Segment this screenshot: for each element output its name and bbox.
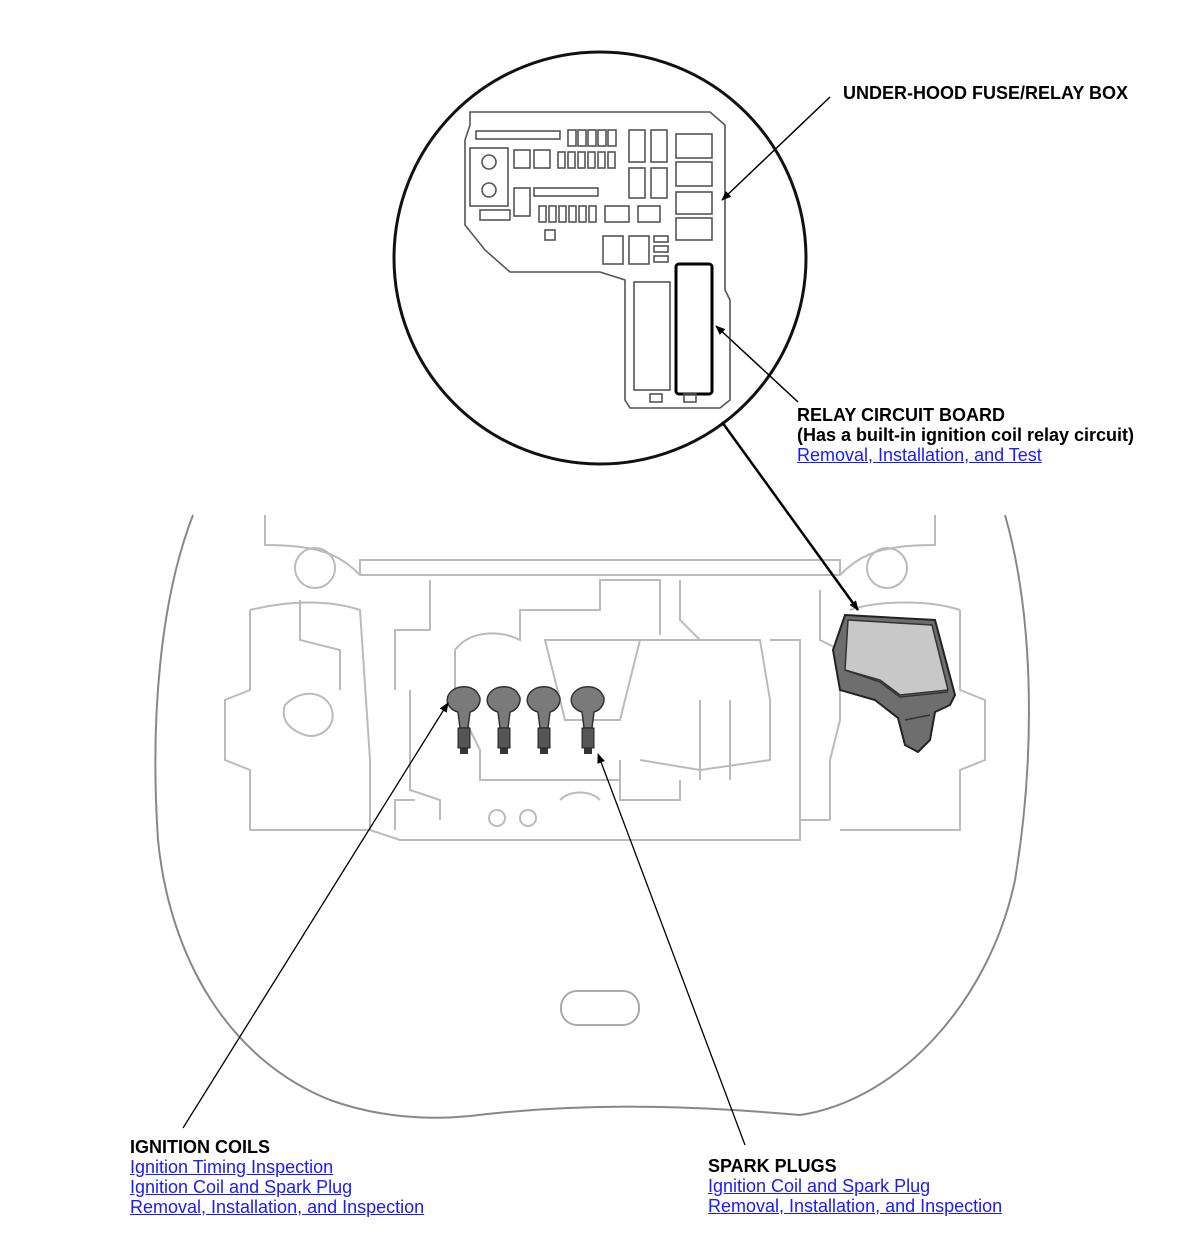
spark-plugs-link-coil-plug[interactable]: Ignition Coil and Spark Plug <box>708 1176 931 1196</box>
fuse-box-label: UNDER-HOOD FUSE/RELAY BOX <box>843 83 1128 103</box>
fuse-box-in-bay <box>831 613 957 754</box>
ignition-coils-label: IGNITION COILS Ignition Timing Inspectio… <box>130 1137 424 1217</box>
zoom-circle <box>392 50 808 466</box>
ignition-coil-3 <box>526 686 561 754</box>
spark-plugs-link-removal[interactable]: Removal, Installation, and Inspection <box>708 1196 1003 1216</box>
relay-board-label: RELAY CIRCUIT BOARD (Has a built-in igni… <box>797 405 1134 465</box>
leader-fusebox <box>721 96 831 201</box>
fuse-box-detail <box>464 111 731 409</box>
leader-spark-plugs <box>597 753 746 1146</box>
relay-board-title: RELAY CIRCUIT BOARD <box>797 405 1006 425</box>
ignition-coil-group <box>446 686 605 754</box>
relay-board-note: (Has a built-in ignition coil relay circ… <box>797 425 1135 445</box>
hood-outline <box>154 514 1030 1119</box>
ignition-coil-2 <box>486 686 521 754</box>
ignition-coil-4 <box>570 686 605 754</box>
leader-lines <box>182 96 860 1146</box>
leader-relay-board <box>715 325 799 403</box>
fuse-box-title: UNDER-HOOD FUSE/RELAY BOX <box>843 83 1129 103</box>
spark-plugs-label: SPARK PLUGS Ignition Coil and Spark Plug… <box>708 1156 1002 1216</box>
ignition-coils-link-coil-plug[interactable]: Ignition Coil and Spark Plug <box>130 1177 353 1197</box>
ignition-coil-1 <box>446 686 481 754</box>
hood-emblem <box>560 990 640 1026</box>
relay-board-link-removal[interactable]: Removal, Installation, and Test <box>797 445 1042 465</box>
spark-plugs-title: SPARK PLUGS <box>708 1156 837 1176</box>
ignition-coils-title: IGNITION COILS <box>130 1137 271 1157</box>
ignition-coils-link-timing[interactable]: Ignition Timing Inspection <box>130 1157 334 1177</box>
leader-ignition-coils <box>182 702 449 1129</box>
ignition-coils-link-removal[interactable]: Removal, Installation, and Inspection <box>130 1197 425 1217</box>
connector-circle-to-box <box>720 421 860 611</box>
